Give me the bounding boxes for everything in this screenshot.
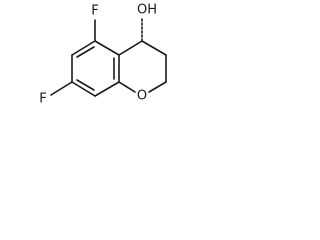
ring-oxygen-label: O (137, 89, 147, 104)
double-bond-c8-c7 (76, 79, 95, 91)
bond-c4-c3 (141, 40, 167, 56)
bond-o1-c8a (118, 81, 136, 93)
bond-c8-c7 (71, 81, 96, 97)
bond-c5-c4a (94, 40, 120, 56)
bond-c6-c5 (71, 40, 96, 56)
double-bond-c6-c5 (76, 46, 95, 58)
pyran-ring (118, 40, 167, 93)
fluorine-top-label: F (91, 4, 98, 19)
bond-c4a-c4 (118, 40, 143, 56)
benzene-ring (71, 40, 120, 97)
bond-c8a-c8 (94, 81, 120, 97)
bond-c2-o1 (148, 81, 167, 93)
hydroxyl-label: OH (137, 3, 157, 18)
bond-c7-f (50, 81, 73, 96)
chemical-structure: F F OH O (39, 3, 167, 107)
fluorine-left-label: F (39, 92, 46, 107)
